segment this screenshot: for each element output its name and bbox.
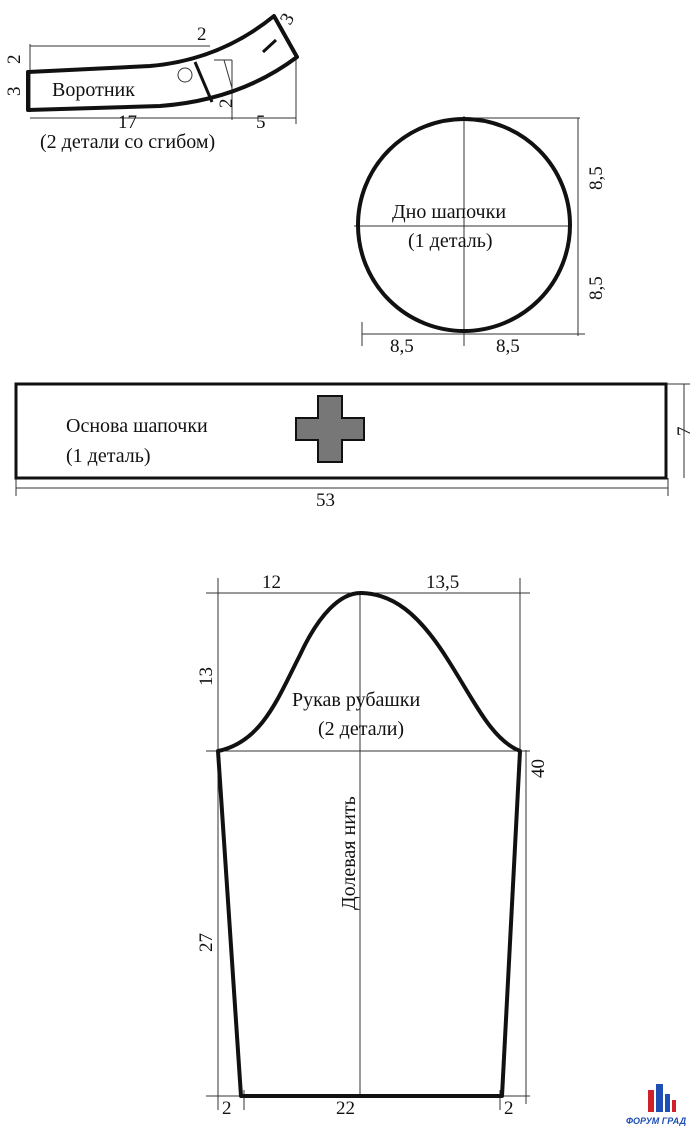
collar-dim-tail: 5: [256, 112, 266, 133]
collar-dim-length: 17: [118, 112, 137, 133]
crown-dim-right-bottom: 8,5: [586, 276, 607, 300]
collar-dim-top-seam: 2: [197, 24, 207, 45]
crown-label: Дно шапочки: [392, 201, 506, 223]
sleeve-dim-cap-right: 13,5: [426, 572, 459, 593]
sleeve-dim-cap-left: 12: [262, 572, 281, 593]
collar-seam-line: [193, 61, 214, 103]
collar-label: Воротник: [52, 79, 135, 101]
collar-dim-left-height: 3: [4, 87, 25, 97]
cap-band-piece: Основа шапочки (1 деталь) 53 7: [14, 382, 695, 511]
logo-bar-red-small: [672, 1100, 676, 1112]
logo-bar-red: [648, 1090, 654, 1112]
sleeve-dim-side: 27: [196, 933, 217, 952]
sleeve-dim-cap-height: 13: [196, 667, 217, 686]
crown-dim-bottom-left: 8,5: [390, 336, 414, 357]
sleeve-grain-label: Долевая нить: [338, 796, 360, 910]
cap-band-outline: [14, 382, 668, 480]
sleeve-outline: [216, 590, 522, 1098]
sleeve-dim-cuff-right: 2: [504, 1098, 514, 1119]
sleeve-piece: Рукав рубашки (2 детали) Долевая нить 12…: [196, 572, 549, 1119]
sleeve-dim-cuff: 22: [336, 1098, 355, 1119]
collar-outline: [26, 14, 299, 112]
forum-grad-logo: ФОРУМ ГРАД: [626, 1084, 687, 1126]
cap-band-label: Основа шапочки: [66, 415, 208, 437]
logo-bar-blue: [656, 1084, 663, 1112]
sleeve-label: Рукав рубашки: [292, 689, 421, 711]
logo-bar-blue-small: [665, 1094, 670, 1112]
cap-band-cross-mark: [295, 395, 365, 463]
collar-dim-seam-right: 2: [216, 99, 237, 109]
collar-dim-top-left: 2: [4, 55, 25, 65]
crown-dim-right-top: 8,5: [586, 166, 607, 190]
collar-button-mark: [177, 67, 193, 83]
sleeve-dim-underarm: 40: [528, 759, 549, 778]
collar-piece: Воротник (2 детали со сгибом) 3 2 2 2 3 …: [4, 10, 299, 153]
cap-band-dim-width: 53: [316, 490, 335, 511]
sleeve-dim-cuff-left: 2: [222, 1098, 232, 1119]
crown-dim-bottom-right: 8,5: [496, 336, 520, 357]
crown-piece: Дно шапочки (1 деталь) 8,5 8,5 8,5 8,5: [354, 116, 607, 357]
logo-text: ФОРУМ ГРАД: [626, 1116, 687, 1126]
cap-band-dim-height: 7: [674, 427, 695, 437]
crown-note: (1 деталь): [408, 230, 493, 252]
collar-note: (2 детали со сгибом): [40, 131, 215, 153]
sleeve-note: (2 детали): [318, 718, 404, 740]
crown-circle: [356, 117, 572, 333]
cap-band-note: (1 деталь): [66, 445, 151, 467]
